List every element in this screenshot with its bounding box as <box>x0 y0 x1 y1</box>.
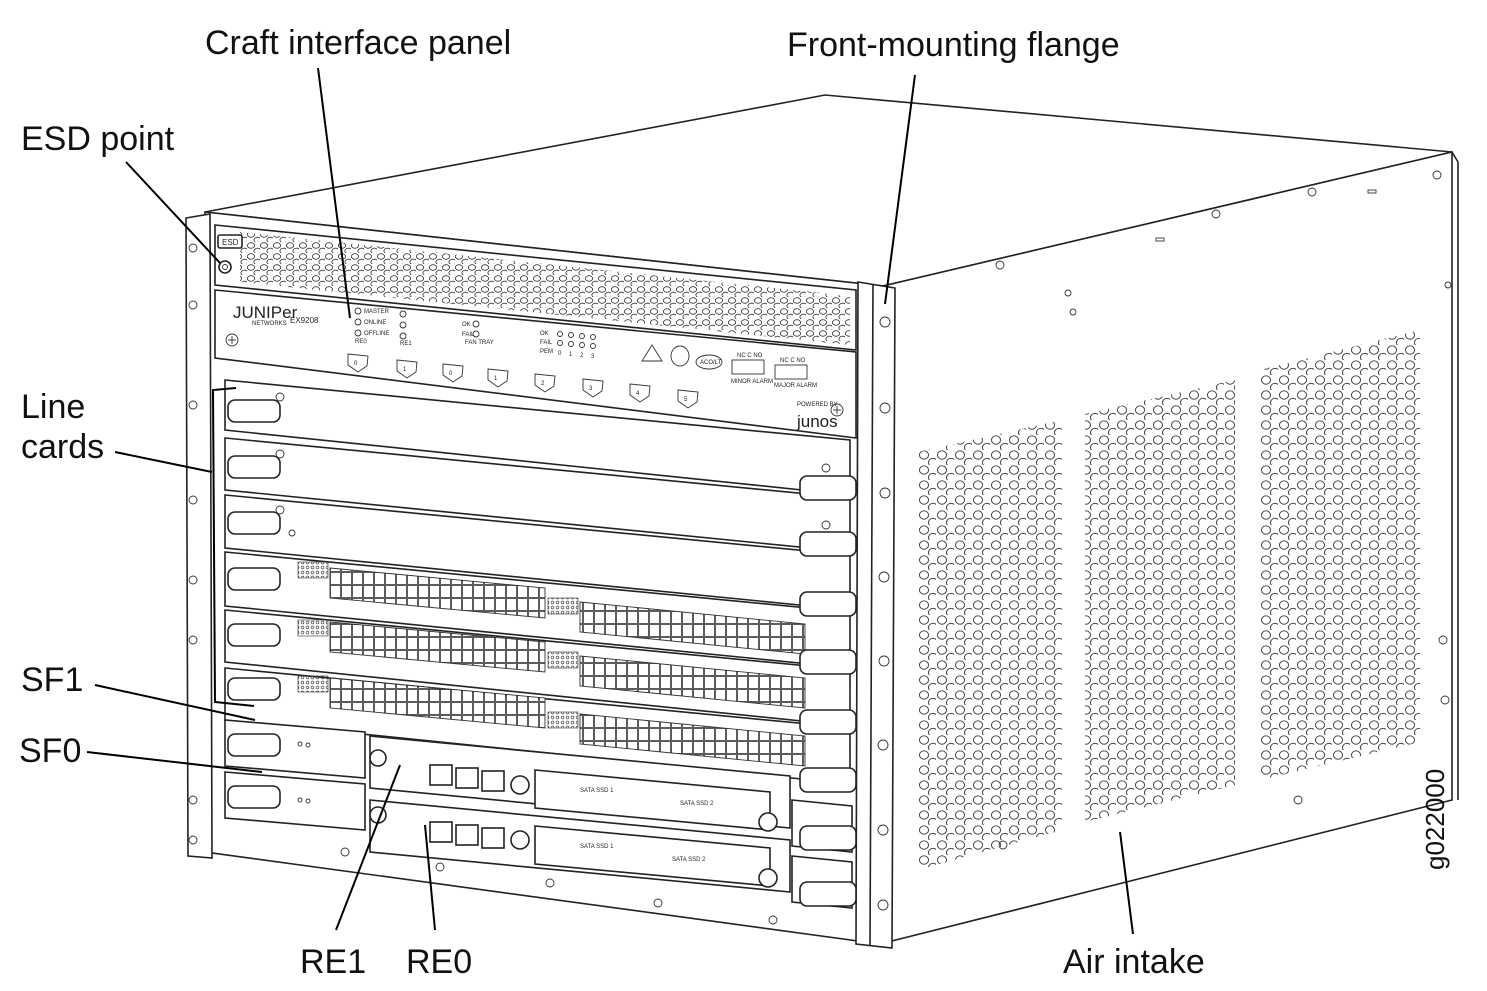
bottom-screws <box>340 847 778 925</box>
label-sf0: SF0 <box>19 732 81 770</box>
switch-fabric-sf1 <box>224 719 366 779</box>
svg-text:ACO/LT: ACO/LT <box>700 360 722 366</box>
line-card-slot <box>224 609 857 727</box>
figure-id-label: g022000 <box>1420 769 1450 870</box>
svg-text:SATA SSD 1: SATA SSD 1 <box>580 844 614 850</box>
juniper-logo: JUNIPer <box>233 303 298 322</box>
svg-text:3: 3 <box>591 354 595 360</box>
svg-text:NC C NO: NC C NO <box>780 358 806 364</box>
line-cards <box>224 379 857 793</box>
model-label: EX9208 <box>290 316 319 325</box>
alarm-triangle <box>641 344 663 362</box>
minor-alarm-connector[interactable] <box>731 359 765 375</box>
svg-text:1: 1 <box>403 367 407 373</box>
svg-text:FAIL: FAIL <box>462 332 475 338</box>
svg-text:3: 3 <box>589 386 593 392</box>
label-line-cards-1: Line <box>21 388 85 426</box>
svg-text:MASTER: MASTER <box>364 309 390 315</box>
svg-text:0: 0 <box>558 351 562 357</box>
svg-text:SATA SSD 2: SATA SSD 2 <box>680 801 714 807</box>
label-re1: RE1 <box>300 943 366 981</box>
leader-lines <box>86 67 1134 935</box>
svg-text:1: 1 <box>494 376 498 382</box>
side-screws <box>995 170 1452 850</box>
svg-text:1: 1 <box>569 352 573 358</box>
svg-text:OK: OK <box>540 331 549 337</box>
top-vent-strip: ESD <box>214 224 857 351</box>
label-line-cards-2: cards <box>21 428 104 466</box>
svg-text:OK: OK <box>462 322 471 328</box>
svg-text:OFFLINE: OFFLINE <box>364 331 389 337</box>
label-re0: RE0 <box>406 943 472 981</box>
svg-text:0: 0 <box>354 361 358 367</box>
label-craft-interface-panel: Craft interface panel <box>205 24 511 62</box>
pem-leds: OK FAIL PEM 0 1 2 3 <box>540 331 596 360</box>
svg-text:4: 4 <box>636 391 640 397</box>
line-card-slot <box>224 494 857 611</box>
front-mounting-flange-right <box>855 281 896 949</box>
svg-text:NC C NO: NC C NO <box>737 353 763 359</box>
svg-text:SATA SSD 1: SATA SSD 1 <box>580 788 614 794</box>
svg-text:NETWORKS: NETWORKS <box>252 321 287 327</box>
craft-interface-panel: JUNIPer NETWORKS EX9208 MASTER ONLINE OF… <box>214 289 857 439</box>
svg-text:POWERED BY: POWERED BY <box>797 402 838 408</box>
svg-text:ONLINE: ONLINE <box>364 320 386 326</box>
major-alarm-connector[interactable] <box>774 364 808 380</box>
air-intake-vents <box>918 330 1420 870</box>
fan-tray-leds: OK FAIL FAN TRAY <box>462 320 494 346</box>
svg-text:2: 2 <box>580 353 584 359</box>
alarm-cutoff-button[interactable] <box>670 345 690 367</box>
switch-fabric-sf0 <box>224 771 366 831</box>
line-card-slot <box>224 667 857 793</box>
label-sf1: SF1 <box>21 661 83 699</box>
card-status-leds: 0 1 0 1 2 3 4 5 <box>347 353 699 409</box>
svg-text:MINOR ALARM: MINOR ALARM <box>731 379 773 385</box>
routing-engine-re0: SATA SSD 1 SATA SSD 2 <box>369 799 791 893</box>
esd-label: ESD <box>222 238 239 247</box>
svg-text:MAJOR ALARM: MAJOR ALARM <box>774 383 817 389</box>
esd-point-jack <box>218 260 232 274</box>
junos-logo: junos <box>796 412 838 431</box>
svg-text:RE0: RE0 <box>355 339 367 345</box>
line-card-slot <box>224 437 857 553</box>
re-status-leds: MASTER ONLINE OFFLINE RE0 RE1 <box>354 307 412 347</box>
svg-text:SATA SSD 2: SATA SSD 2 <box>672 857 706 863</box>
callout-labels: Craft interface panel Front-mounting fla… <box>19 24 1450 981</box>
routing-engine-re1: SATA SSD 1 SATA SSD 2 <box>369 735 791 832</box>
svg-text:PEM: PEM <box>540 349 553 355</box>
svg-text:5: 5 <box>684 397 688 403</box>
svg-text:FAN TRAY: FAN TRAY <box>465 340 494 346</box>
lower-right-slots <box>791 799 857 909</box>
svg-text:0: 0 <box>449 371 453 377</box>
svg-text:FAIL: FAIL <box>540 340 553 346</box>
svg-text:RE1: RE1 <box>400 341 412 347</box>
front-mounting-flange-left <box>185 213 213 859</box>
svg-text:2: 2 <box>541 381 545 387</box>
label-front-mounting-flange: Front-mounting flange <box>787 26 1120 64</box>
label-esd-point: ESD point <box>21 120 175 158</box>
label-air-intake: Air intake <box>1063 943 1205 981</box>
